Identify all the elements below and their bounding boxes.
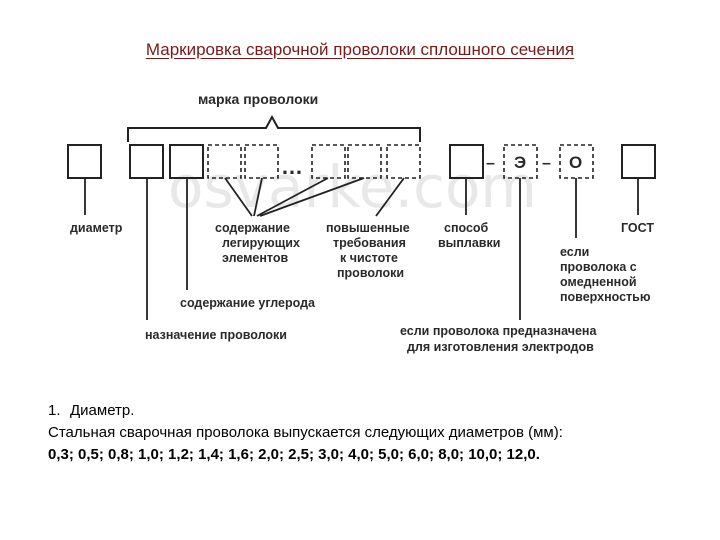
- label-purity-2: требования: [333, 236, 406, 250]
- grade-bracket: [127, 114, 421, 142]
- marking-diagram: osvarke.com марка проволоки … – Э – О ди…: [67, 91, 656, 354]
- dash-2: –: [542, 155, 551, 172]
- box-alloy-2: [244, 144, 279, 179]
- box-coated: [559, 144, 594, 179]
- label-alloy-1: содержание: [215, 221, 290, 235]
- description-sentence: Стальная сварочная проволока выпускается…: [48, 424, 563, 441]
- label-coated-1: если: [560, 245, 589, 259]
- page-title: Маркировка сварочной проволоки сплошного…: [145, 40, 575, 59]
- label-alloy-3: элементов: [222, 251, 288, 265]
- box-diameter: [67, 144, 102, 179]
- diameter-values: 0,3; 0,5; 0,8; 1,0; 1,2; 1,4; 1,6; 2,0; …: [48, 446, 540, 463]
- item-title: Диаметр.: [70, 402, 135, 419]
- label-purity-1: повышенные: [326, 221, 410, 235]
- box-purity: [386, 144, 421, 179]
- label-purpose: назначение проволоки: [145, 328, 287, 342]
- description-text: 1. Диаметр. Стальная сварочная проволока …: [48, 400, 708, 466]
- label-wire-grade: марка проволоки: [198, 91, 318, 107]
- box-alloy-1: [207, 144, 242, 179]
- dots: …: [281, 154, 303, 179]
- label-alloy-2: легирующих: [222, 236, 300, 250]
- letter-o: О: [569, 153, 582, 172]
- list-item-diameter: 1. Диаметр.: [48, 400, 708, 422]
- label-coated-4: поверхностью: [560, 290, 651, 304]
- label-purity-4: проволоки: [337, 266, 404, 280]
- label-carbon: содержание углерода: [180, 296, 316, 310]
- item-number: 1.: [48, 402, 61, 419]
- watermark: osvarke.com: [168, 153, 537, 221]
- box-gost: [621, 144, 656, 179]
- box-alloy-3: [311, 144, 346, 179]
- label-coated-2: проволока с: [560, 260, 637, 274]
- box-alloy-4: [347, 144, 382, 179]
- label-electrodes-1: если проволока предназначена: [400, 324, 597, 338]
- label-coated-3: омедненной: [560, 275, 637, 289]
- label-method-2: выплавки: [438, 236, 500, 250]
- box-purpose: [129, 144, 164, 179]
- label-gost: ГОСТ: [621, 221, 654, 235]
- label-electrodes-2: для изготовления электродов: [407, 340, 594, 354]
- label-diameter: диаметр: [70, 221, 123, 235]
- letter-e: Э: [514, 153, 526, 172]
- label-method-1: способ: [444, 221, 489, 235]
- label-purity-3: к чистоте: [340, 251, 398, 265]
- box-electrodes: [503, 144, 538, 179]
- dash-1: –: [486, 155, 495, 172]
